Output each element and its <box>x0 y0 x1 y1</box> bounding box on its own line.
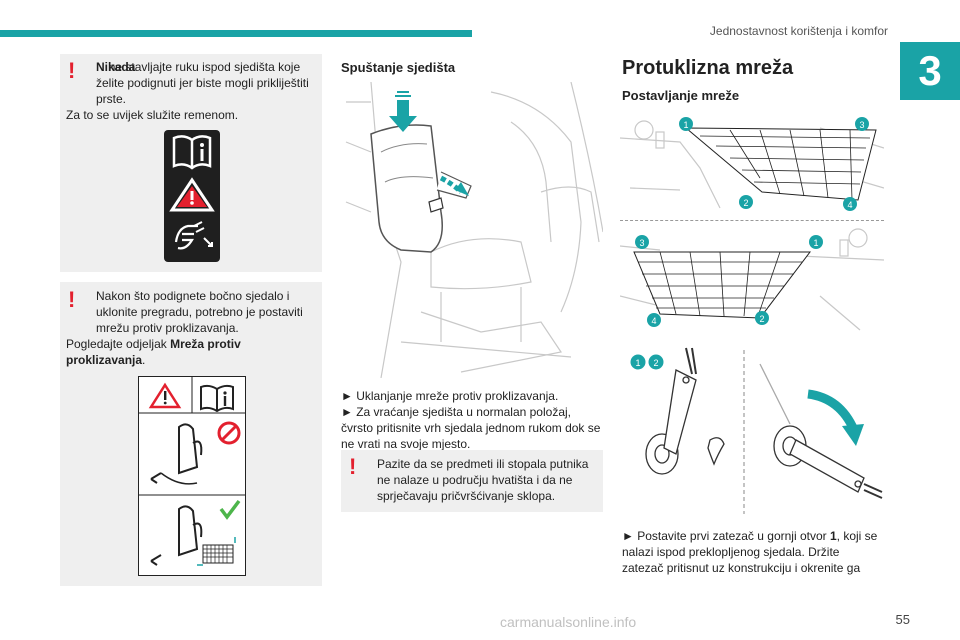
section-title: Jednostavnost korištenja i komfor <box>709 24 888 38</box>
seat-folded-icon <box>150 423 203 485</box>
chapter-tab: 3 <box>900 42 960 100</box>
hook-right <box>759 363 883 499</box>
svg-text:1: 1 <box>813 238 818 248</box>
warning-box-2: ! Nakon što podignete bočno sjedalo i uk… <box>60 282 322 586</box>
badge-4-icon: 4 <box>843 197 857 211</box>
badge-2-icon: 2 <box>648 354 664 370</box>
hook-attach-illustration: 1 2 <box>620 344 884 514</box>
net-mesh <box>638 251 802 317</box>
warning-text-2: Pogledajte odjeljak <box>66 337 171 351</box>
svg-text:1: 1 <box>683 120 688 130</box>
lowering-steps: ► Uklanjanje mreže protiv proklizavanja.… <box>341 388 603 452</box>
header-accent-bar <box>0 30 472 37</box>
seat-net-illustration <box>138 376 246 576</box>
step-return-seat: ► Za vraćanje sjedišta u normalan položa… <box>341 405 601 451</box>
svg-text:1: 1 <box>635 358 640 368</box>
warning-exclamation-icon: ! <box>68 287 76 312</box>
svg-text:3: 3 <box>639 238 644 248</box>
check-icon <box>219 499 241 520</box>
release-arrow-icon <box>439 175 469 196</box>
svg-text:4: 4 <box>651 316 656 326</box>
page-number: 55 <box>895 612 910 627</box>
prohibited-icon <box>217 421 241 445</box>
warning-end: . <box>142 353 146 367</box>
svg-text:4: 4 <box>847 200 852 210</box>
net-heading: Protuklizna mreža <box>622 57 794 79</box>
warning-link-bold: Mreža protiv proklizavanja <box>66 337 241 367</box>
badge-1-icon: 1 <box>809 235 823 249</box>
badge-2-icon: 2 <box>739 195 753 209</box>
warning-triangle-icon <box>148 382 182 409</box>
figure-divider <box>620 220 884 221</box>
warning-text: ne stavljajte ruku ispod sjedišta koje ž… <box>96 60 309 106</box>
hand-pinch-icon <box>174 221 213 250</box>
watermark: carmanualsonline.info <box>500 614 637 630</box>
step-remove-net: ► Uklanjanje mreže protiv proklizavanja. <box>341 389 559 403</box>
lowering-seat-heading: Spuštanje sjedišta <box>341 60 456 75</box>
warning-exclamation-icon: ! <box>349 454 357 479</box>
warning-triangle-icon <box>169 177 215 212</box>
manual-book-icon <box>200 384 234 413</box>
manual-book-icon <box>172 135 212 170</box>
warning-exclamation-icon: ! <box>68 58 76 83</box>
seat-with-net-icon <box>150 505 236 566</box>
instruction-text: ► Postavite prvi zatezač u gornji otvor <box>622 529 830 543</box>
net-install-top-view-2: 3 1 4 2 <box>620 226 884 332</box>
warning-text: Pazite da se predmeti ili stopala putnik… <box>377 457 589 503</box>
net-install-top-view-1: 1 3 2 4 <box>620 108 884 214</box>
net-subheading: Postavljanje mreže <box>622 88 740 103</box>
instruction-text-2: , koji se nalazi ispod preklopljenog sje… <box>622 529 878 575</box>
push-down-arrow-icon <box>389 91 417 132</box>
badge-4-icon: 4 <box>647 313 661 327</box>
warning-box-3: ! Pazite da se predmeti ili stopala putn… <box>341 450 603 512</box>
badge-3-icon: 3 <box>855 117 869 131</box>
instruction-number: 1 <box>829 529 837 543</box>
warning-icons-panel <box>164 130 220 262</box>
badge-1-icon: 1 <box>679 117 693 131</box>
install-instruction: ► Postavite prvi zatezač u gornji otvor … <box>622 528 884 576</box>
hook-left <box>645 347 725 475</box>
badge-3-icon: 3 <box>635 235 649 249</box>
svg-text:2: 2 <box>743 198 748 208</box>
warning-text: Nakon što podignete bočno sjedalo i uklo… <box>96 289 303 335</box>
warning-bold: Nikada <box>96 60 136 74</box>
badge-1-icon: 1 <box>630 354 646 370</box>
svg-text:3: 3 <box>859 120 864 130</box>
warning-text-2: Za to se uvijek služite remenom. <box>66 108 239 122</box>
svg-text:2: 2 <box>653 358 658 368</box>
seat-lowering-illustration <box>341 82 603 378</box>
rotate-arrow-icon <box>807 389 864 446</box>
svg-text:2: 2 <box>759 314 764 324</box>
badge-2-icon: 2 <box>755 311 769 325</box>
warning-box-1: ! Nikada ne stavljajte ruku ispod sjediš… <box>60 54 322 272</box>
net-mesh <box>699 129 871 201</box>
